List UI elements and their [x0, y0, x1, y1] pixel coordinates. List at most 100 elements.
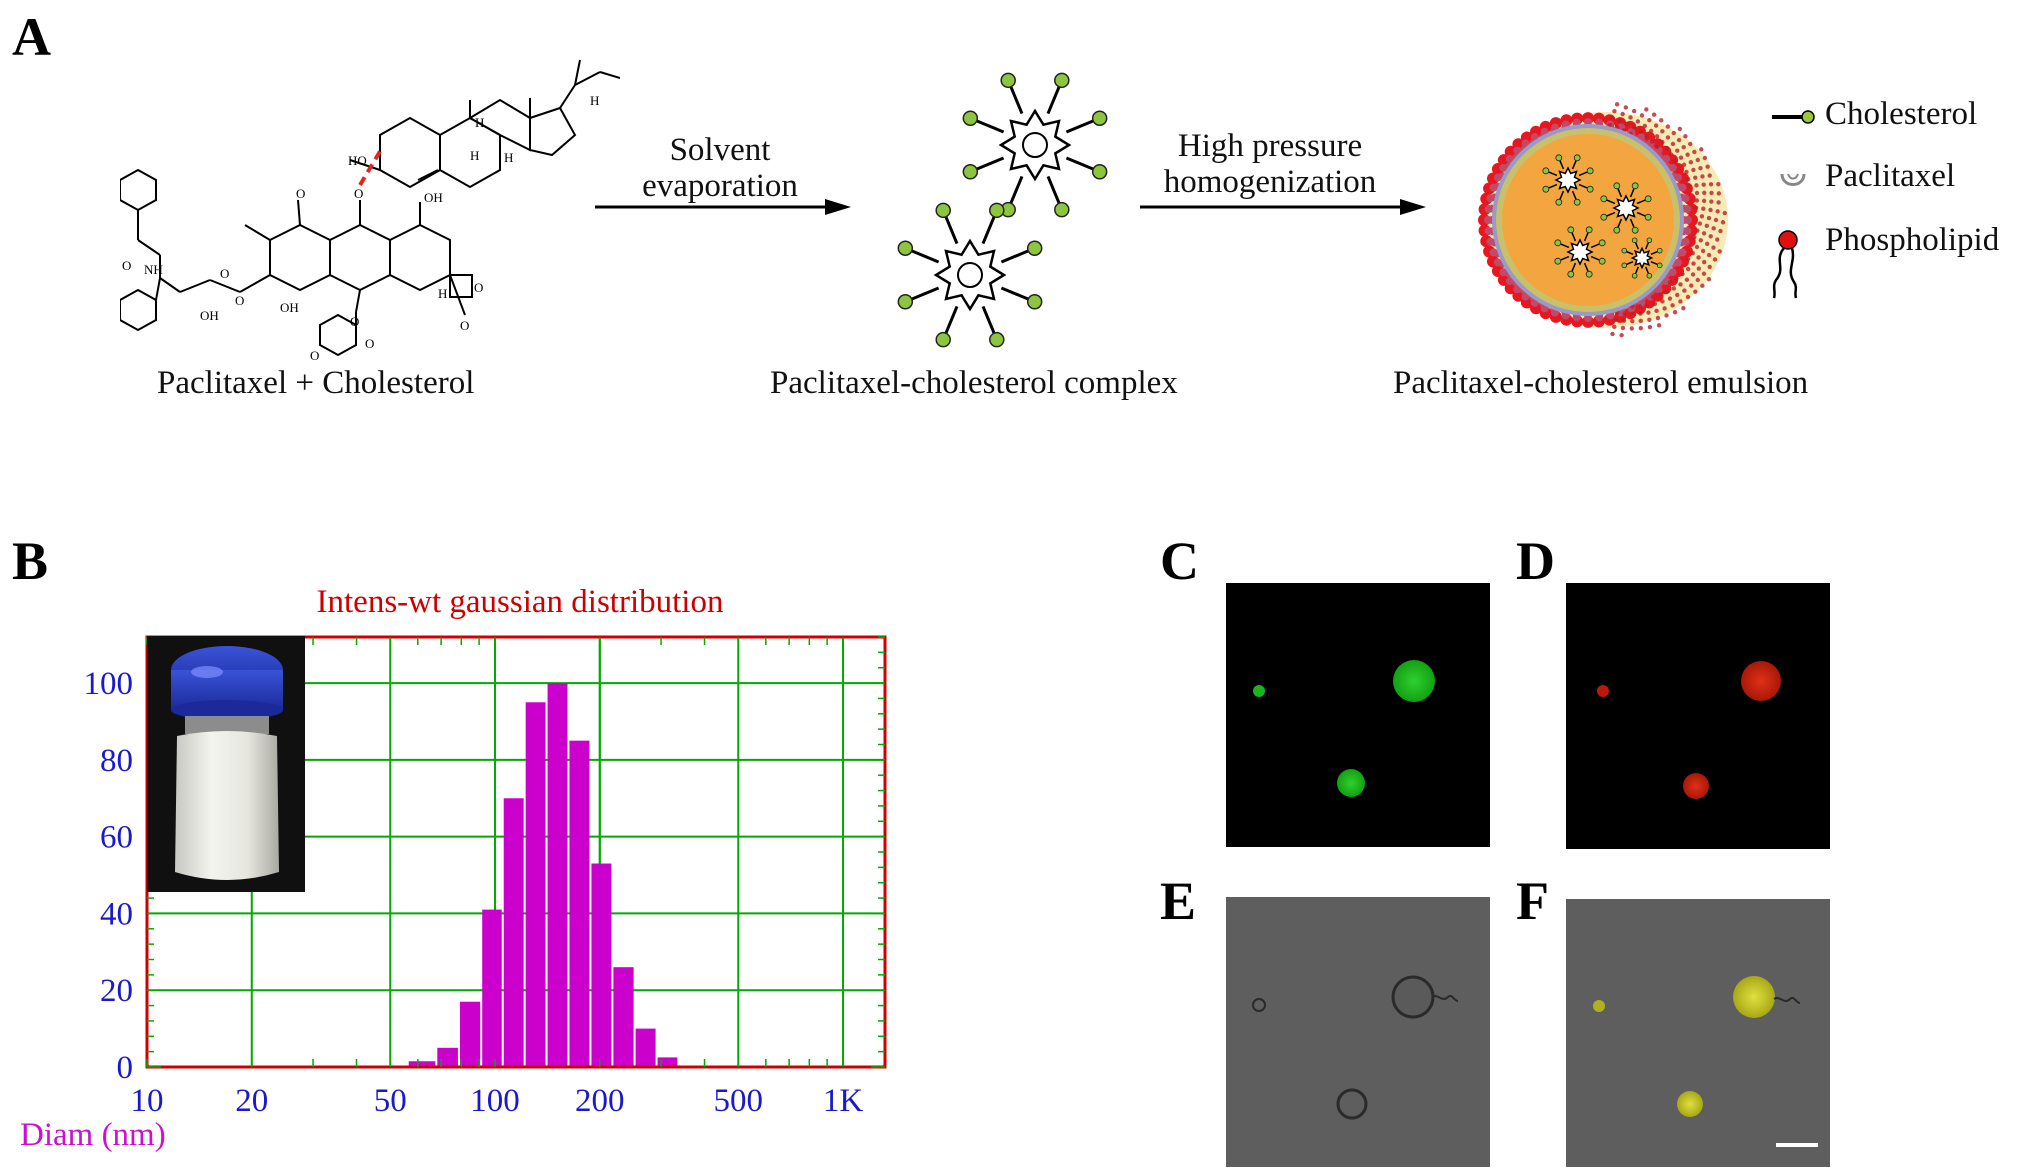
phospholipid-speckle: [1650, 294, 1656, 299]
complex-in-droplet: [1621, 237, 1663, 279]
y-tick-label: 60: [100, 820, 133, 856]
phospholipid-speckle: [1681, 162, 1687, 167]
histogram-bar: [657, 1057, 678, 1067]
panel-label-a: A: [12, 7, 51, 67]
phospholipid-speckle: [1690, 272, 1696, 277]
phospholipid-speckle: [1700, 248, 1706, 254]
phospholipid-speckle: [1720, 220, 1726, 225]
phospholipid-speckle: [1672, 310, 1678, 315]
phospholipid-speckle: [1699, 214, 1705, 219]
histogram-bar: [591, 863, 612, 1067]
phospholipid-speckle: [1644, 107, 1649, 112]
phospholipid-speckle: [1654, 144, 1660, 150]
arrow2-label-line2: homogenization: [1163, 164, 1377, 200]
phospholipid-speckle: [1631, 108, 1637, 114]
x-tick-label: 10: [131, 1083, 164, 1119]
phospholipid-speckle: [1715, 237, 1720, 242]
phospholipid-speckle: [1629, 326, 1634, 331]
phospholipid-speckle: [1631, 125, 1637, 130]
stage1-caption: Paclitaxel + Cholesterol: [157, 365, 475, 401]
phospholipid-speckle: [1698, 166, 1703, 171]
x-tick-label: 1K: [823, 1083, 864, 1119]
phospholipid-speckle: [1689, 283, 1694, 288]
molecule-atom-label: OH: [280, 300, 299, 315]
panel-label-e: E: [1160, 871, 1197, 931]
molecule-atom-label: O: [296, 186, 305, 201]
molecule-atom-label: OH: [200, 308, 219, 323]
phospholipid-speckle: [1678, 299, 1683, 304]
molecule-atom-label: O: [365, 336, 374, 351]
y-tick-label: 0: [117, 1050, 134, 1086]
phospholipid-speckle: [1671, 130, 1676, 136]
phospholipid-speckle: [1682, 288, 1687, 293]
phospholipid-speckle: [1684, 169, 1689, 175]
size-distribution-chart: Intens-wt gaussian distribution 02040608…: [20, 584, 887, 1153]
phospholipid-speckle: [1647, 324, 1653, 330]
phospholipid-speckle: [1662, 306, 1667, 311]
phospholipid-speckle: [1614, 102, 1620, 107]
x-tick-label: 500: [714, 1083, 764, 1119]
phospholipid-speckle: [1647, 118, 1652, 123]
phospholipid-speckle: [1688, 141, 1693, 147]
phospholipid-speckle: [1685, 152, 1690, 157]
phospholipid-speckle: [1709, 199, 1714, 204]
arrow1-label: Solvent evaporation: [595, 132, 845, 204]
phospholipid-speckle: [1613, 317, 1619, 322]
panel-label-f: F: [1516, 871, 1549, 931]
phospholipid-speckle: [1660, 139, 1665, 145]
arrow2-label: High pressure homogenization: [1140, 128, 1400, 200]
phospholipid-speckle: [1707, 173, 1712, 178]
chart-bars: [373, 683, 678, 1067]
arrow1-label-line2: evaporation: [642, 168, 798, 204]
phospholipid-speckle: [1700, 283, 1705, 288]
phospholipid-speckle: [1702, 155, 1708, 161]
phospholipid-speckle: [1716, 191, 1722, 196]
paclitaxel-icon: [1780, 173, 1806, 186]
molecule-atom-label: O: [460, 318, 469, 333]
micrograph-c-green: [1226, 583, 1490, 847]
phospholipid-speckle: [1701, 206, 1706, 211]
phospholipid-speckle: [1660, 129, 1665, 134]
phospholipid-speckle: [1665, 124, 1671, 129]
complex-particle: [897, 202, 1043, 348]
phospholipid-speckle: [1638, 318, 1643, 324]
phospholipid-speckle: [1716, 200, 1721, 205]
histogram-bar: [569, 740, 590, 1067]
molecule-atom-label: O: [310, 348, 319, 360]
phospholipid-speckle: [1664, 313, 1669, 318]
phospholipid-speckle: [1656, 323, 1662, 328]
phospholipid-speckle: [1639, 113, 1645, 118]
phospholipid-speckle: [1705, 164, 1710, 169]
phospholipid-speckle: [1694, 190, 1700, 196]
phospholipid-speckle: [1670, 141, 1676, 147]
phospholipid-speckle: [1704, 241, 1710, 247]
phospholipid-speckle: [1690, 250, 1695, 256]
phospholipid-speckle: [1685, 294, 1691, 300]
phospholipid-speckle: [1649, 128, 1654, 134]
arrow2: [1140, 199, 1426, 215]
phospholipid-speckle: [1713, 217, 1719, 223]
phospholipid-speckle: [1664, 145, 1670, 151]
phospholipid-speckle: [1653, 123, 1659, 128]
molecule-atom-label: H: [438, 286, 447, 301]
phospholipid-speckle: [1722, 210, 1727, 216]
phospholipid-speckle: [1612, 108, 1617, 114]
molecule-atom-label: O: [350, 314, 359, 329]
phospholipid-speckle: [1708, 207, 1713, 213]
phospholipid-speckle: [1674, 276, 1679, 281]
phospholipid-speckle: [1688, 160, 1694, 165]
molecule-atom-label: HO: [348, 153, 367, 168]
phospholipid-speckle: [1652, 301, 1658, 306]
phospholipid-head: [1505, 154, 1514, 163]
phospholipid-speckle: [1624, 121, 1630, 127]
phospholipid-speckle: [1646, 310, 1651, 315]
phospholipid-speckle: [1665, 135, 1671, 140]
phospholipid-speckle: [1709, 190, 1714, 196]
phospholipid-speckle: [1696, 255, 1701, 260]
phospholipid-speckle: [1675, 148, 1680, 153]
phospholipid-speckle: [1712, 257, 1718, 262]
phospholipid-speckle: [1675, 292, 1680, 298]
phospholipid-speckle: [1693, 175, 1698, 180]
molecule-atom-label: H: [590, 93, 599, 108]
phospholipid-speckle: [1711, 226, 1716, 231]
